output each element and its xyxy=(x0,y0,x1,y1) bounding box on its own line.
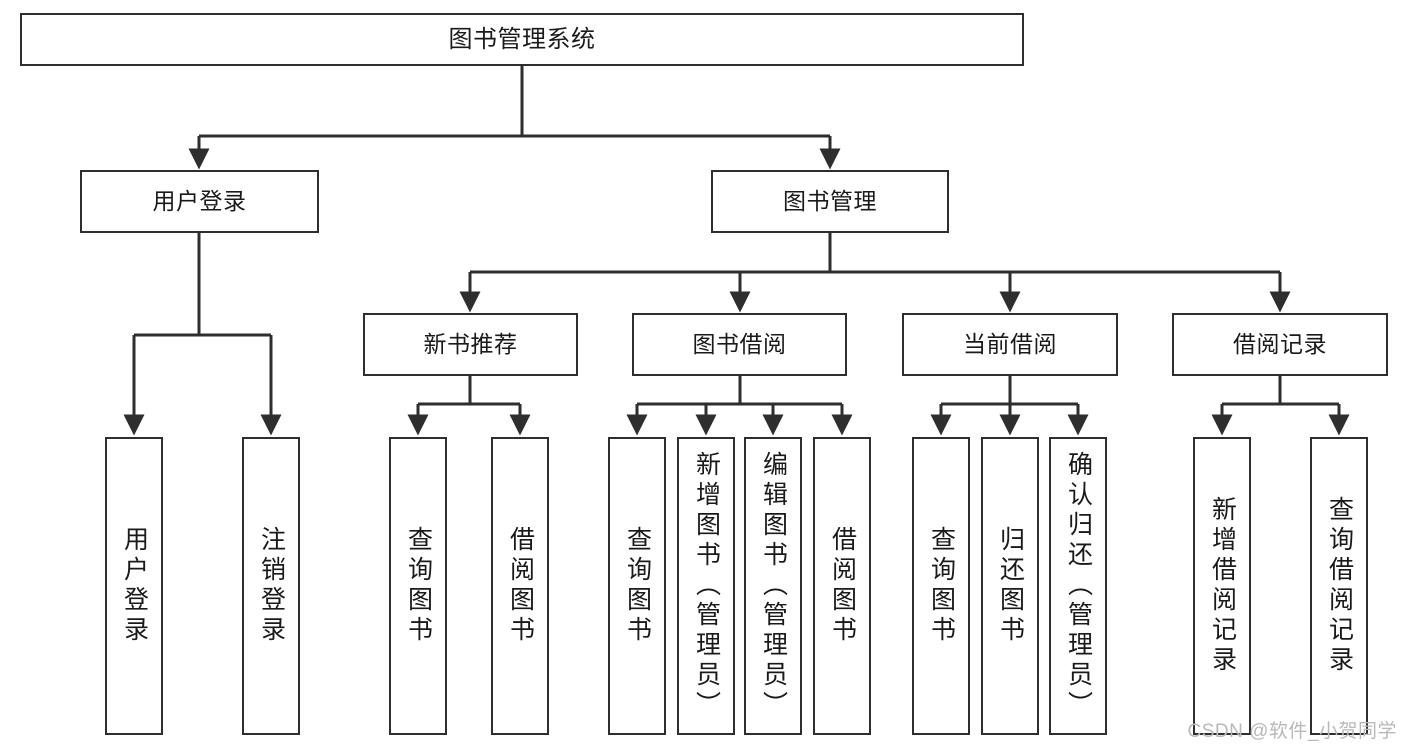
node-leaf-edit-book-admin[interactable]: 编辑图书（管理员） xyxy=(744,437,802,735)
node-label: 归还图书 xyxy=(996,526,1025,646)
node-leaf-add-borrow-record[interactable]: 新增借阅记录 xyxy=(1193,437,1251,735)
node-leaf-return-book[interactable]: 归还图书 xyxy=(981,437,1039,735)
node-borrow-record[interactable]: 借阅记录 xyxy=(1172,313,1388,376)
node-label: 图书管理 xyxy=(783,188,877,215)
node-label: 查询借阅记录 xyxy=(1325,496,1354,676)
node-label: 查询图书 xyxy=(623,526,652,646)
node-label: 用户登录 xyxy=(120,526,149,646)
node-leaf-query-book-borrow[interactable]: 查询图书 xyxy=(608,437,666,735)
node-current-borrow[interactable]: 当前借阅 xyxy=(902,313,1118,376)
node-root-system[interactable]: 图书管理系统 xyxy=(20,13,1024,66)
node-label: 查询图书 xyxy=(927,526,956,646)
node-label: 新书推荐 xyxy=(423,331,518,358)
node-label: 编辑图书（管理员） xyxy=(759,451,788,721)
node-label: 用户登录 xyxy=(152,188,247,215)
node-leaf-add-book-admin[interactable]: 新增图书（管理员） xyxy=(677,437,735,735)
node-leaf-user-login[interactable]: 用户登录 xyxy=(105,437,163,735)
node-leaf-confirm-return-admin[interactable]: 确认归还（管理员） xyxy=(1049,437,1107,735)
node-label: 借阅图书 xyxy=(506,526,535,646)
node-leaf-borrow-book[interactable]: 借阅图书 xyxy=(813,437,871,735)
node-user-login[interactable]: 用户登录 xyxy=(80,170,319,233)
node-label: 借阅图书 xyxy=(828,526,857,646)
node-book-management[interactable]: 图书管理 xyxy=(711,170,949,233)
node-book-borrow[interactable]: 图书借阅 xyxy=(632,313,847,376)
node-label: 新增图书（管理员） xyxy=(692,451,721,721)
node-leaf-query-book-current[interactable]: 查询图书 xyxy=(912,437,970,735)
node-new-book-recommend[interactable]: 新书推荐 xyxy=(363,313,578,376)
node-label: 查询图书 xyxy=(404,526,433,646)
node-leaf-query-borrow-record[interactable]: 查询借阅记录 xyxy=(1310,437,1368,735)
node-label: 当前借阅 xyxy=(963,331,1057,358)
node-leaf-query-book-recommend[interactable]: 查询图书 xyxy=(389,437,447,735)
node-label: 图书借阅 xyxy=(692,331,787,358)
node-leaf-logout[interactable]: 注销登录 xyxy=(242,437,300,735)
node-label: 借阅记录 xyxy=(1233,331,1327,358)
node-label: 确认归还（管理员） xyxy=(1064,451,1093,721)
node-label: 图书管理系统 xyxy=(448,25,596,53)
node-label: 注销登录 xyxy=(257,526,286,646)
node-label: 新增借阅记录 xyxy=(1208,496,1237,676)
node-leaf-borrow-book-recommend[interactable]: 借阅图书 xyxy=(491,437,549,735)
